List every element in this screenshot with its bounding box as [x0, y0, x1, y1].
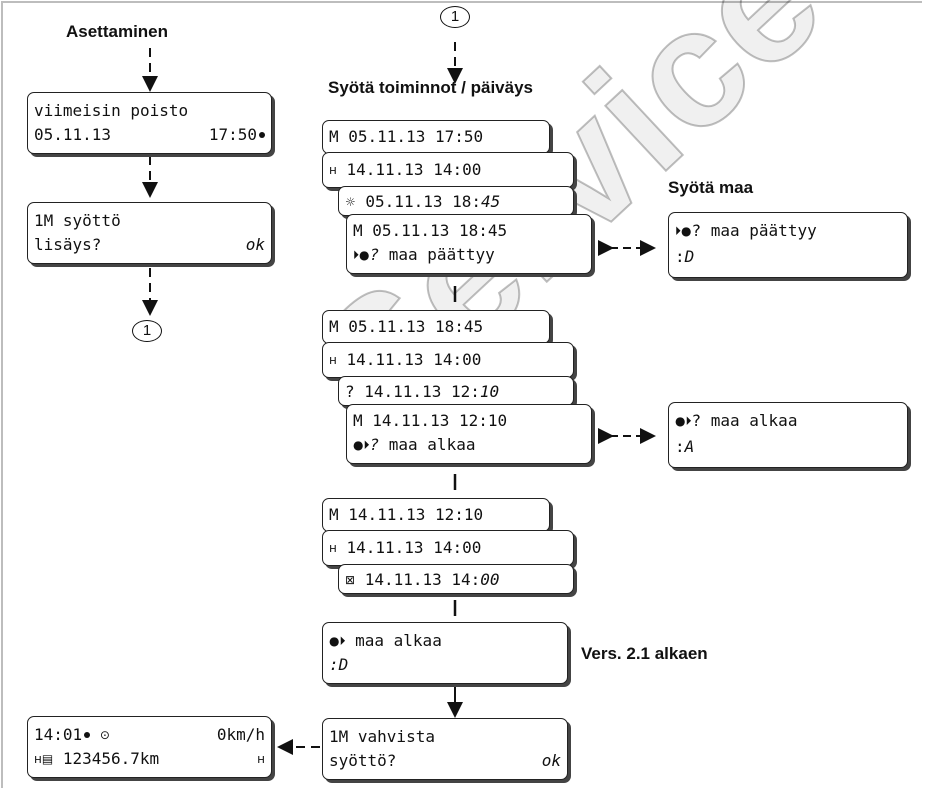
enter-country-label: Syötä maa — [668, 178, 754, 197]
hand-icon: ʜ — [34, 752, 42, 766]
block3-minutes: 00 — [480, 570, 500, 589]
confirm-title: 1M vahvista — [329, 727, 435, 746]
country-start-text: ? maa alkaa — [691, 411, 798, 430]
ok-indicator: ok — [541, 751, 561, 770]
dot-icon — [84, 732, 91, 738]
box-icon: ⊠ — [345, 573, 356, 587]
reference-marker-top: 1 — [440, 6, 470, 28]
hand-icon: ʜ — [329, 541, 337, 555]
block2-minutes: 10 — [479, 382, 500, 401]
country-start-icon: ●⏵ — [329, 634, 346, 648]
display-block3-hand: ʜ 14.11.13 14:00 — [322, 530, 574, 566]
last-removal-datetime: 05.11.13 17:50 — [34, 125, 265, 145]
ok-indicator: ok — [245, 235, 265, 254]
display-block1-country: M 05.11.13 18:45 ⏵●? maa päättyy — [346, 214, 592, 274]
sun-icon: ☼ — [345, 195, 356, 209]
block3-line2: 14.11.13 14:00 — [346, 538, 482, 557]
card-icon: ▤ — [41, 752, 54, 766]
country-start-value: A — [684, 437, 695, 456]
display-block3-a: M 14.11.13 12:10 — [322, 498, 550, 532]
reference-marker-bottom: 1 — [132, 320, 162, 342]
country-end-icon: ⏵● — [353, 248, 370, 262]
country-start-v21-text: maa alkaa — [355, 631, 442, 650]
block3-date: 14.11.13 14: — [364, 570, 481, 589]
display-block2-country: M 14.11.13 12:10 ●⏵? maa alkaa — [346, 404, 592, 464]
country-start-v21-value: D — [338, 655, 349, 674]
display-country-start-v21: ●⏵ maa alkaa :D — [322, 622, 568, 684]
display-last-removal: viimeisin poisto 05.11.13 17:50 — [27, 92, 272, 154]
display-block1-hand: ʜ 14.11.13 14:00 — [322, 152, 574, 188]
vehicle-icon: ⊙ — [99, 728, 110, 742]
standby-speed: 0km/h — [216, 725, 265, 744]
block2-country-line1: M 14.11.13 12:10 — [353, 411, 508, 430]
standby-odometer: 123456.7km — [62, 749, 160, 768]
hand-icon: ʜ — [257, 752, 265, 766]
block3-line1: M 14.11.13 12:10 — [329, 505, 484, 524]
display-country-end: ⏵●? maa päättyy :D — [668, 212, 908, 278]
display-block1-sun: ☼ 05.11.13 18:45 — [338, 186, 574, 216]
display-block3-box: ⊠ 14.11.13 14:00 — [338, 564, 574, 594]
hand-icon: ʜ — [329, 353, 337, 367]
block2-country-text: maa alkaa — [388, 435, 476, 454]
add-entry-title: 1M syöttö — [34, 211, 121, 230]
country-start-icon: ●⏵ — [353, 438, 370, 452]
display-confirm: 1M vahvista syöttö? ok — [322, 718, 568, 780]
standby-time: 14:01 — [34, 725, 83, 744]
block1-line2: 14.11.13 14:00 — [346, 160, 482, 179]
block2-date: ? 14.11.13 12: — [345, 382, 480, 401]
block2-line1: M 05.11.13 18:45 — [329, 317, 484, 336]
block1-question-mark: ? — [369, 245, 380, 264]
version-label: Vers. 2.1 alkaen — [581, 644, 708, 663]
add-entry-question-row: lisäys? ok — [34, 235, 265, 255]
hand-icon: ʜ — [329, 163, 337, 177]
block1-minutes: 45 — [481, 192, 501, 211]
block1-country-text: maa päättyy — [388, 245, 495, 264]
block2-line2: 14.11.13 14:00 — [346, 350, 482, 369]
dot-icon — [259, 132, 265, 138]
last-removal-text: viimeisin poisto — [34, 101, 189, 120]
block1-country-line1: M 05.11.13 18:45 — [353, 221, 508, 240]
country-end-icon: ⏵● — [675, 224, 692, 238]
country-end-text: ? maa päättyy — [691, 221, 817, 240]
display-block1-a: M 05.11.13 17:50 — [322, 120, 550, 154]
display-block2-unknown: ? 14.11.13 12:10 — [338, 376, 574, 406]
last-removal-date: 05.11.13 — [34, 125, 112, 144]
display-block2-hand: ʜ 14.11.13 14:00 — [322, 342, 574, 378]
block1-line1: M 05.11.13 17:50 — [329, 127, 484, 146]
block1-date: 05.11.13 18: — [365, 192, 481, 211]
add-entry-question: lisäys? — [34, 235, 102, 254]
country-end-value: D — [684, 247, 695, 266]
display-add-entry: 1M syöttö lisäys? ok — [27, 202, 272, 264]
country-start-icon: ●⏵ — [675, 414, 692, 428]
block2-question-mark: ? — [369, 435, 380, 454]
setting-label: Asettaminen — [66, 22, 169, 41]
enter-functions-label: Syötä toiminnot / päiväys — [328, 78, 533, 97]
display-block2-a: M 05.11.13 18:45 — [322, 310, 550, 344]
confirm-question: syöttö? — [329, 751, 397, 770]
last-removal-time: 17:50 — [208, 125, 257, 144]
display-country-start: ●⏵? maa alkaa :A — [668, 402, 908, 468]
